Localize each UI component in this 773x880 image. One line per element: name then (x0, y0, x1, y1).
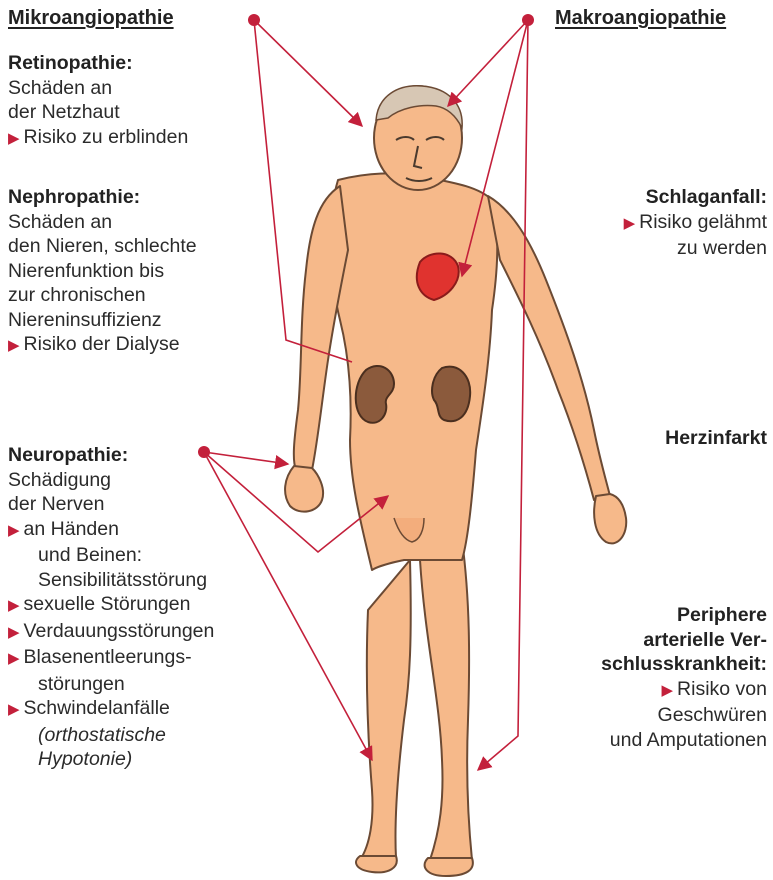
pavk-title-2: arterielle Ver- (601, 628, 767, 653)
triangle-bullet-icon: ▶ (662, 682, 674, 699)
triangle-bullet-icon: ▶ (8, 597, 20, 614)
neuropathie-title: Neuropathie: (8, 443, 214, 468)
pavk-block: Periphere arterielle Ver- schlusskrankhe… (601, 603, 767, 752)
herzinfarkt-title: Herzinfarkt (665, 426, 767, 451)
right-arm (488, 196, 610, 500)
mikroangiopathie-header: Mikroangiopathie (8, 7, 174, 30)
schlaganfall-risk-cont: zu werden (624, 236, 767, 261)
nephropathie-line-4: zur chronischen (8, 283, 197, 308)
neuropathie-bullet-3: Verdauungsstörungen (24, 620, 215, 642)
neuropathie-block: Neuropathie: Schädigung der Nerven ▶an H… (8, 443, 214, 772)
pavk-title-1: Periphere (601, 603, 767, 628)
neuropathie-bullet-2: sexuelle Störungen (24, 593, 191, 615)
triangle-bullet-icon: ▶ (624, 215, 636, 232)
triangle-bullet-icon: ▶ (8, 650, 20, 667)
triangle-bullet-icon: ▶ (8, 624, 20, 641)
left-hand (285, 466, 323, 512)
human-figure (285, 86, 626, 876)
pavk-line-2: Geschwüren (601, 703, 767, 728)
nephropathie-line-3: Nierenfunktion bis (8, 259, 197, 284)
neuropathie-bullet-1: an Händen (24, 518, 119, 540)
herzinfarkt-block: Herzinfarkt (665, 426, 767, 451)
retinopathie-risk: Risiko zu erblinden (24, 126, 189, 148)
schlaganfall-title: Schlaganfall: (624, 185, 767, 210)
retinopathie-title: Retinopathie: (8, 51, 188, 76)
retinopathie-block: Retinopathie: Schäden an der Netzhaut ▶R… (8, 51, 188, 151)
left-foot (356, 856, 397, 872)
nephropathie-line-2: den Nieren, schlechte (8, 234, 197, 259)
triangle-bullet-icon: ▶ (8, 130, 20, 147)
neuropathie-bullet-4: Blasenentleerungs- (24, 646, 192, 668)
neuropathie-bullet-1-cont-1: und Beinen: (8, 543, 214, 568)
retinopathie-line-2: der Netzhaut (8, 100, 188, 125)
nephropathie-risk: Risiko der Dialyse (24, 333, 180, 355)
triangle-bullet-icon: ▶ (8, 522, 20, 539)
schlaganfall-risk: Risiko gelähmt (639, 211, 767, 233)
pavk-risk: Risiko von (677, 678, 767, 700)
nephropathie-block: Nephropathie: Schäden an den Nieren, sch… (8, 185, 197, 359)
right-foot (425, 858, 473, 876)
nephropathie-title: Nephropathie: (8, 185, 197, 210)
kidney-right-icon (432, 367, 470, 422)
neuropathie-bullet-1-cont-2: Sensibilitätsstörung (8, 568, 214, 593)
pavk-title-3: schlusskrankheit: (601, 652, 767, 677)
nephropathie-line-1: Schäden an (8, 210, 197, 235)
left-leg (360, 560, 411, 864)
right-leg (420, 540, 472, 869)
triangle-bullet-icon: ▶ (8, 337, 20, 354)
left-arm (294, 186, 348, 470)
neuropathie-bullet-5: Schwindelanfälle (24, 697, 170, 719)
neuropathie-bullet-5-cont-1: (orthostatische (8, 723, 214, 748)
retinopathie-line-1: Schäden an (8, 76, 188, 101)
neuropathie-line-1: Schädigung (8, 468, 214, 493)
torso (331, 173, 498, 570)
makroangiopathie-header: Makroangiopathie (555, 7, 726, 30)
nephropathie-line-5: Niereninsuffizienz (8, 308, 197, 333)
triangle-bullet-icon: ▶ (8, 701, 20, 718)
neuropathie-line-2: der Nerven (8, 492, 214, 517)
schlaganfall-block: Schlaganfall: ▶Risiko gelähmt zu werden (624, 185, 767, 261)
right-hand (594, 494, 626, 543)
neuropathie-bullet-4-cont: störungen (8, 672, 214, 697)
pavk-line-3: und Amputationen (601, 728, 767, 753)
neuropathie-bullet-5-cont-2: Hypotonie) (8, 747, 214, 772)
